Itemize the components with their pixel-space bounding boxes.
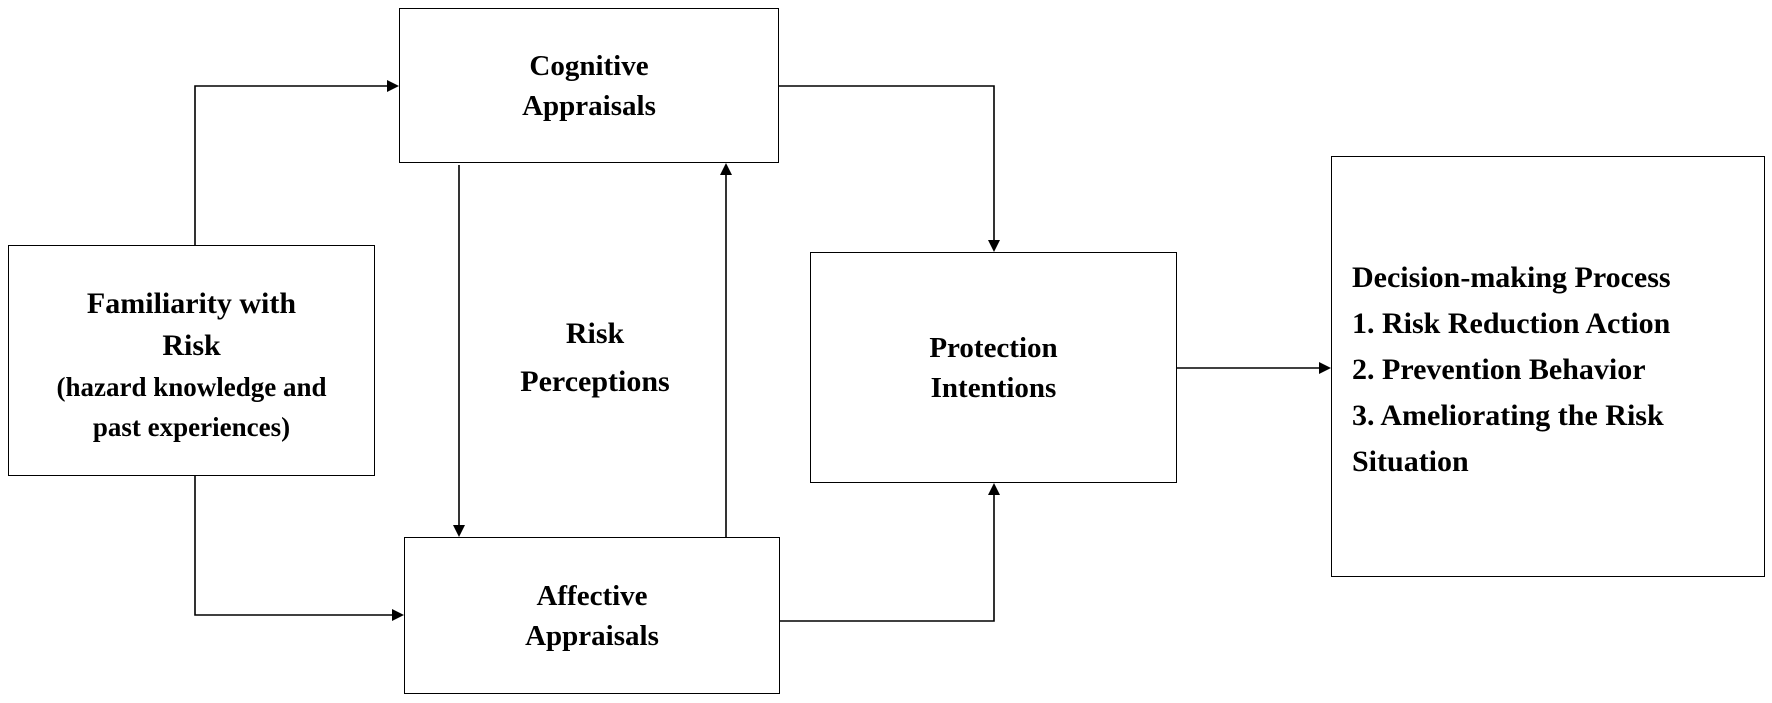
risk-perceptions-label: Risk Perceptions	[480, 310, 710, 406]
edge-familiarity-to-cognitive	[194, 80, 399, 245]
affective-label-line1: Affective	[536, 579, 648, 612]
familiarity-title-line1: Familiarity with	[86, 286, 297, 320]
familiarity-title-line2: Risk	[162, 328, 221, 362]
familiarity-detail-line2: past experiences)	[92, 411, 291, 442]
decision-item-3: 3. Ameliorating the Risk	[1352, 399, 1664, 432]
decision-item-2: 2. Prevention Behavior	[1352, 353, 1646, 386]
decision-item-3-continued: Situation	[1352, 445, 1469, 478]
decision-item-1: 1. Risk Reduction Action	[1352, 307, 1671, 340]
protection-label-line2: Intentions	[930, 371, 1057, 404]
affective-appraisals-node: Affective Appraisals	[404, 537, 780, 694]
cognitive-label-line2: Appraisals	[522, 89, 656, 122]
familiarity-detail-line1: (hazard knowledge and	[56, 371, 327, 402]
cognitive-appraisals-node: Cognitive Appraisals	[399, 8, 779, 163]
decision-making-process-node: Decision-making Process 1. Risk Reductio…	[1331, 156, 1765, 577]
edge-familiarity-to-affective	[194, 476, 404, 621]
affective-label-line2: Appraisals	[525, 619, 659, 652]
familiarity-with-risk-node: Familiarity with Risk (hazard knowledge …	[8, 245, 375, 476]
edge-cognitive-to-protection	[779, 85, 1000, 252]
edge-affective-to-protection	[780, 483, 1000, 622]
protection-label-line1: Protection	[929, 331, 1058, 364]
cognitive-label-line1: Cognitive	[529, 49, 649, 82]
risk-perceptions-line2: Perceptions	[520, 365, 670, 398]
protection-intentions-node: Protection Intentions	[810, 252, 1177, 483]
decision-heading: Decision-making Process	[1352, 261, 1671, 294]
risk-perceptions-line1: Risk	[565, 317, 625, 350]
